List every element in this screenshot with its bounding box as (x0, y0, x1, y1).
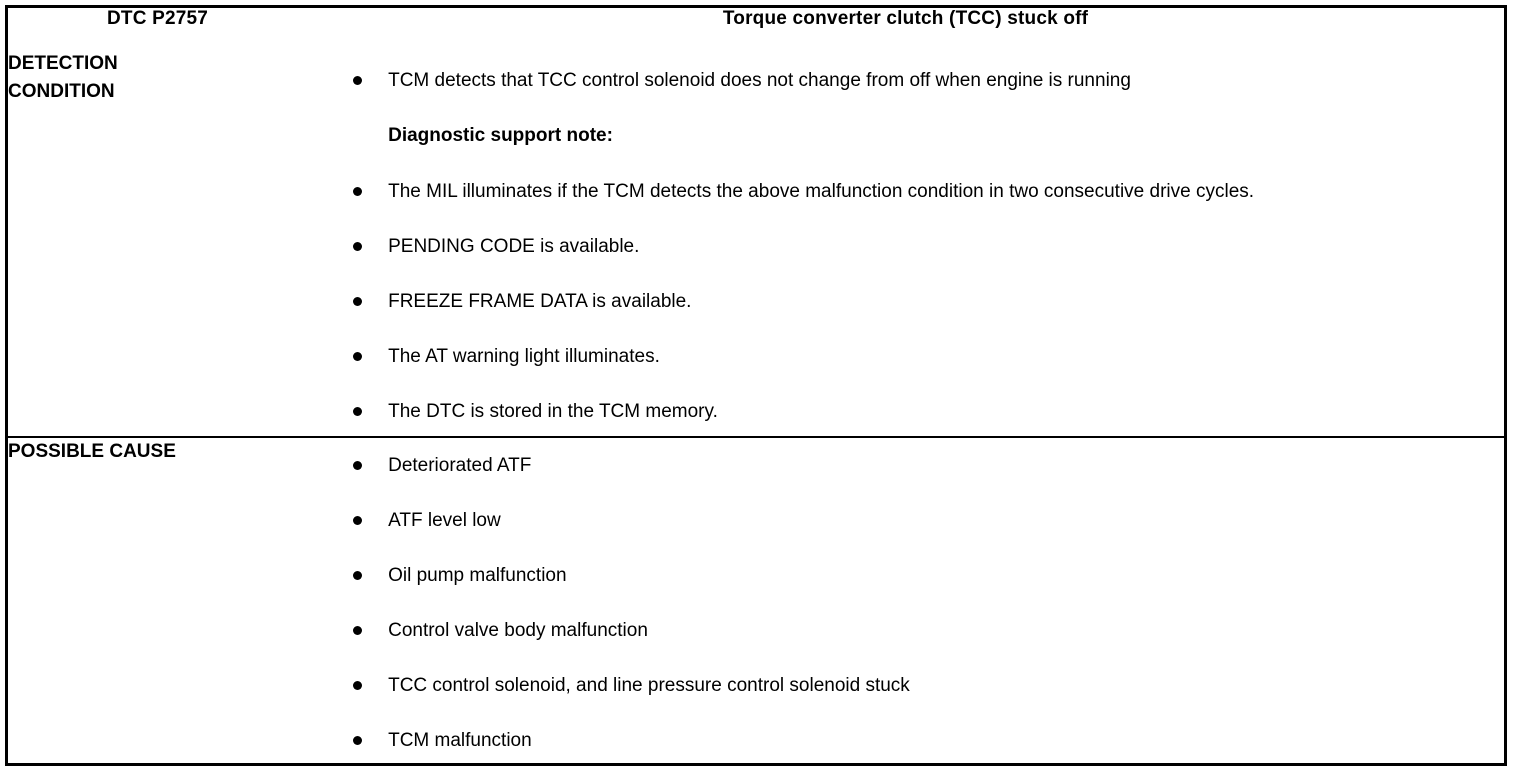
spacer (350, 534, 1504, 562)
spacer (350, 94, 1504, 122)
list-item-text: The AT warning light illuminates. (388, 345, 660, 367)
bullet-icon (353, 186, 363, 196)
row-label-text: POSSIBLE CAUSE (8, 440, 176, 462)
spacer (350, 479, 1504, 507)
list-item: The DTC is stored in the TCM memory. (350, 398, 1504, 425)
row-label-line-1: DETECTION (8, 52, 118, 74)
list-item: Control valve body malfunction (350, 617, 1504, 644)
spacer (350, 205, 1504, 233)
table-row: DETECTION CONDITION TCM detects that TCC… (6, 49, 1506, 438)
list-item: The MIL illuminates if the TCM detects t… (350, 178, 1504, 205)
table-header-row: DTC P2757 Torque converter clutch (TCC) … (7, 7, 1506, 50)
list-item-text: FREEZE FRAME DATA is available. (388, 290, 692, 312)
list-item: PENDING CODE is available. (350, 233, 1504, 260)
list-item: The AT warning light illuminates. (350, 343, 1504, 370)
bullet-icon (353, 680, 363, 690)
spacer (350, 260, 1504, 288)
bullet-icon (353, 351, 363, 361)
table-row: POSSIBLE CAUSE Deteriorated ATF (7, 437, 1506, 765)
list-item: Oil pump malfunction (350, 562, 1504, 589)
list-item: TCM malfunction (350, 727, 1504, 754)
detection-condition-list: TCM detects that TCC control solenoid do… (350, 67, 1504, 425)
row-body-possible-cause: Deteriorated ATF ATF level low Oil pump … (307, 437, 1505, 765)
list-item: TCM detects that TCC control solenoid do… (350, 67, 1504, 94)
row-label-detection-condition: DETECTION CONDITION (6, 49, 308, 438)
dtc-title-header: Torque converter clutch (TCC) stuck off (722, 8, 1089, 29)
bullet-icon (353, 625, 363, 635)
spacer (350, 370, 1504, 398)
list-item-text: Deteriorated ATF (388, 454, 532, 476)
bullet-icon (353, 735, 363, 745)
dtc-diagnostic-table: DTC P2757 Torque converter clutch (TCC) … (5, 5, 1507, 766)
list-item-text: The DTC is stored in the TCM memory. (388, 400, 718, 422)
list-item-text: Control valve body malfunction (388, 619, 648, 641)
list-item: TCC control solenoid, and line pressure … (350, 672, 1504, 699)
spacer (350, 589, 1504, 617)
list-item-text: ATF level low (388, 509, 501, 531)
spacer (350, 315, 1504, 343)
list-item-text: TCM malfunction (388, 729, 532, 751)
spacer (350, 149, 1504, 178)
row-label-line-2: CONDITION (8, 80, 115, 102)
bullet-icon (353, 570, 363, 580)
bullet-icon (353, 406, 363, 416)
diagnostic-support-note-text: Diagnostic support note: (388, 124, 613, 146)
list-item-text: Oil pump malfunction (388, 564, 567, 586)
dtc-code-header: DTC P2757 (107, 8, 209, 29)
possible-cause-list: Deteriorated ATF ATF level low Oil pump … (350, 452, 1504, 754)
spacer (350, 644, 1504, 672)
bullet-icon (353, 241, 363, 251)
list-item: Deteriorated ATF (350, 452, 1504, 479)
list-item-text: TCM detects that TCC control solenoid do… (388, 69, 1131, 91)
bullet-icon (353, 296, 363, 306)
spacer (350, 699, 1504, 727)
bullet-icon (353, 460, 363, 470)
diagnostic-support-note: Diagnostic support note: (350, 122, 1504, 149)
bullet-icon (353, 515, 363, 525)
list-item-text: TCC control solenoid, and line pressure … (388, 674, 910, 696)
list-item-text: PENDING CODE is available. (388, 235, 640, 257)
row-body-detection-condition: TCM detects that TCC control solenoid do… (307, 49, 1506, 438)
list-item: FREEZE FRAME DATA is available. (350, 288, 1504, 315)
list-item: ATF level low (350, 507, 1504, 534)
row-label-possible-cause: POSSIBLE CAUSE (7, 437, 308, 765)
bullet-icon (353, 75, 363, 85)
list-item-text: The MIL illuminates if the TCM detects t… (388, 180, 1255, 202)
